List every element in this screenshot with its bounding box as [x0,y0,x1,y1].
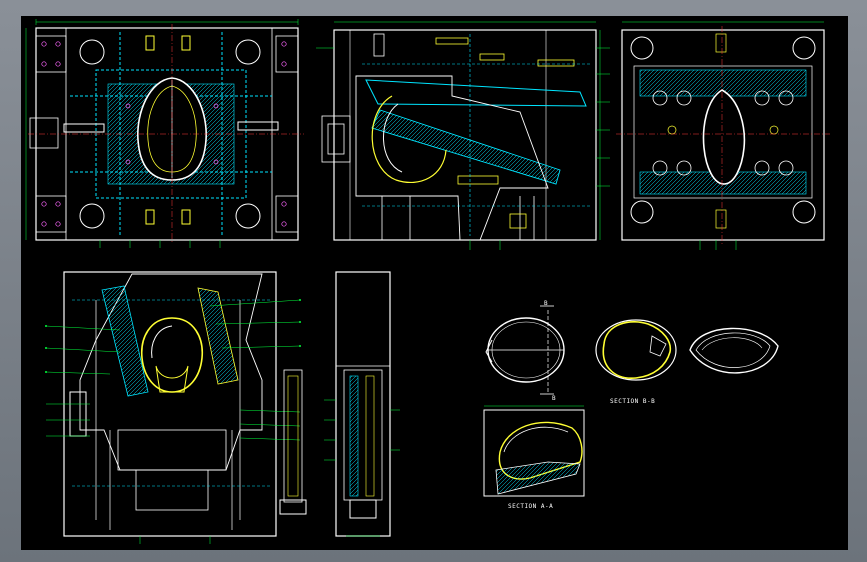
cut-line-b-top: B [544,300,548,307]
view-narrow-side [279,271,400,537]
view-side-section [316,21,610,250]
view-section-a-a: SECTION A-A [483,405,585,510]
view-section-b-left: B B [485,300,565,402]
view-section-b-right [689,327,779,374]
view-section-b-middle: SECTION B-B [595,319,677,405]
section-a-a-label: SECTION A-A [508,503,553,510]
section-b-b-label: SECTION B-B [610,398,655,405]
view-front-section [45,271,301,544]
cut-line-b-bottom: B [552,395,556,402]
view-plan-top-right [616,21,830,250]
view-plan-top-left [25,19,304,248]
